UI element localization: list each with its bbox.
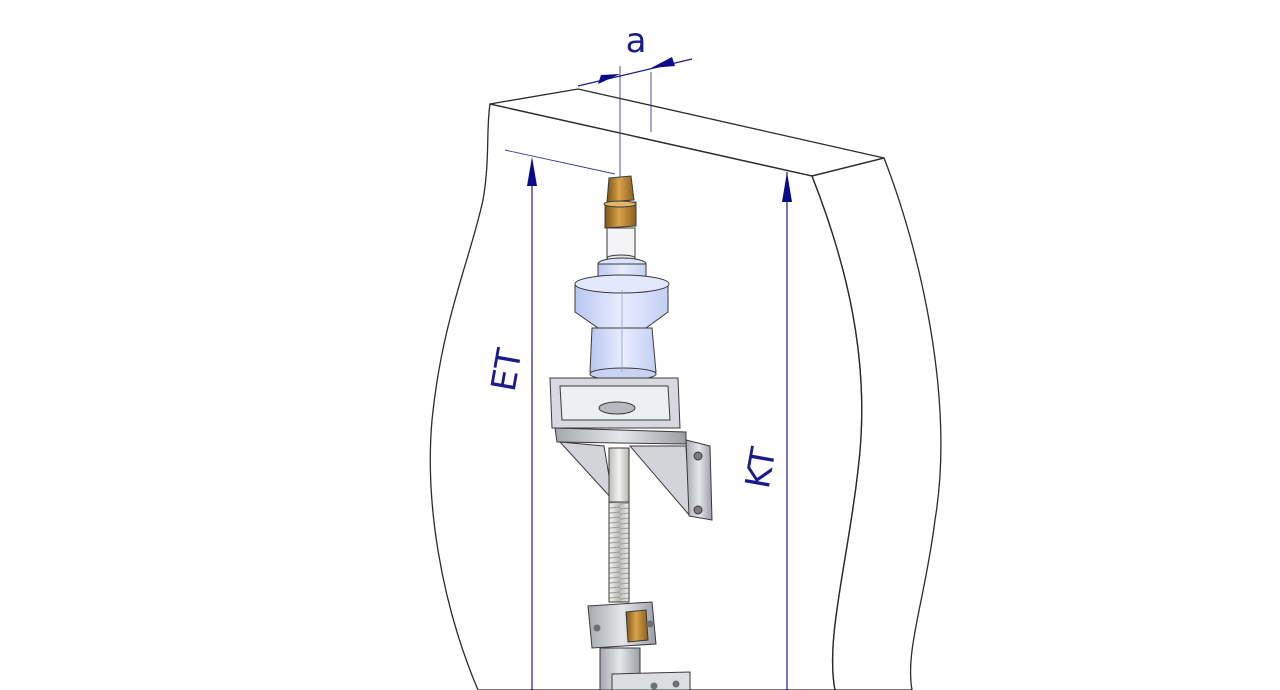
bolt-icon — [593, 624, 601, 632]
bolt-icon — [693, 505, 703, 515]
label-a: a — [626, 21, 647, 61]
glass-housing — [574, 257, 670, 381]
label-et: ET — [484, 346, 531, 395]
sprinkler-assembly — [549, 175, 713, 690]
dimension-kt: KT — [738, 172, 792, 690]
brass-nozzle — [603, 175, 637, 229]
label-kt: KT — [738, 444, 784, 491]
bolt-icon — [646, 620, 654, 628]
arrow-a-right — [651, 57, 675, 68]
bottom-support — [599, 647, 691, 690]
threaded-rod — [608, 447, 630, 603]
wall-side-face — [811, 157, 942, 690]
bolt-icon — [672, 680, 680, 688]
mount-bracket — [558, 439, 713, 521]
bolt-icon — [693, 451, 703, 461]
bolt-icon — [650, 682, 658, 690]
white-sleeve — [606, 227, 636, 262]
arrow-a-left — [598, 74, 620, 84]
wall-front-face — [429, 103, 863, 690]
dimension-a: a — [577, 21, 693, 180]
arrow-kt — [782, 172, 792, 202]
upper-bracket — [549, 377, 687, 445]
dimension-et: ET — [484, 149, 616, 690]
lower-clamp — [587, 601, 657, 649]
wall-top-face — [489, 88, 885, 177]
arrow-et — [527, 157, 537, 186]
